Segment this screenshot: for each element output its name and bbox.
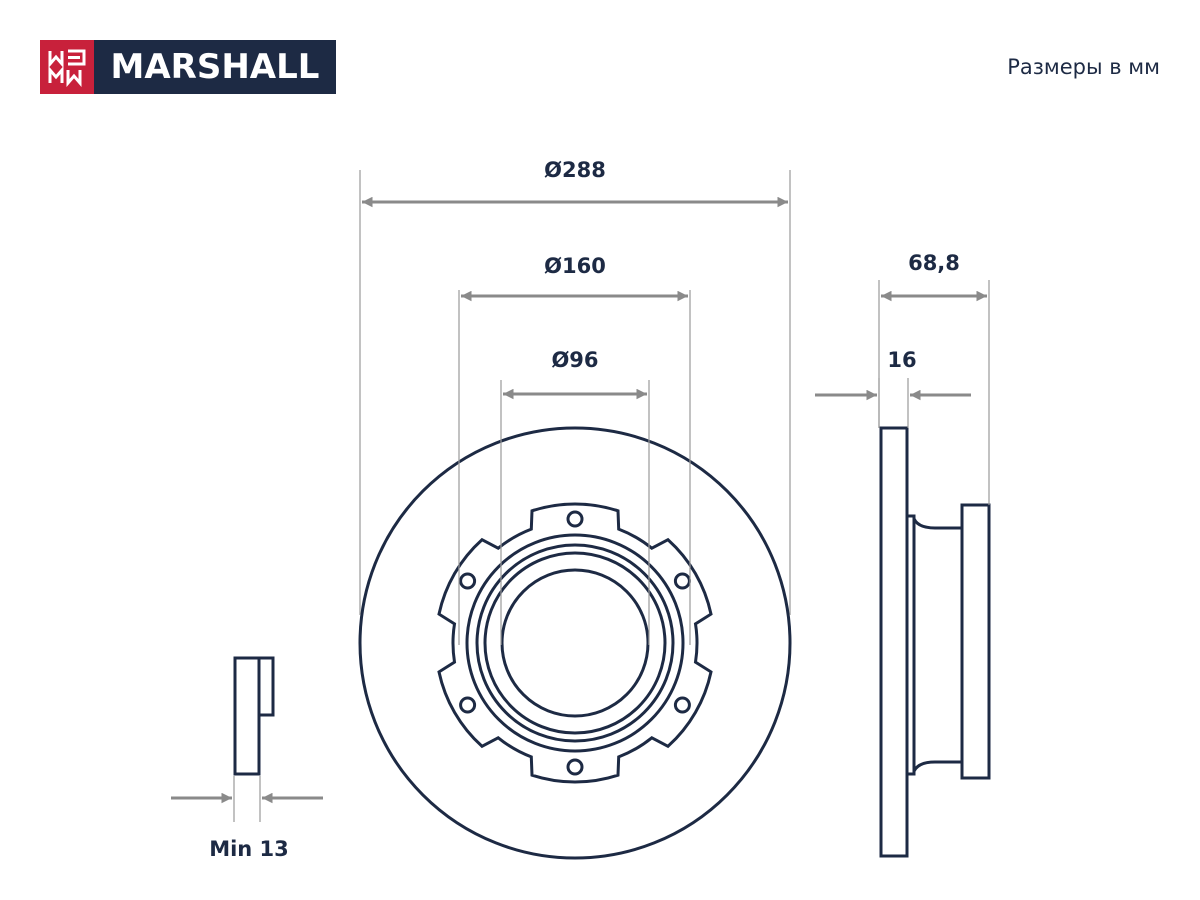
bolt-hole — [459, 696, 477, 714]
marshall-logo: MARSHALL — [40, 40, 336, 94]
center-bore-circle — [500, 568, 650, 718]
bolt-hole — [673, 696, 691, 714]
hub-ring-inner — [483, 551, 667, 735]
disc-side-view — [879, 426, 991, 858]
dim-outer-diameter: Ø288 — [359, 158, 791, 615]
thickness-label: 16 — [887, 348, 916, 372]
dim-thickness: 16 — [815, 348, 971, 428]
hub-body — [911, 515, 964, 775]
height-label: 68,8 — [908, 251, 960, 275]
min-thickness-view: Min 13 — [171, 656, 323, 861]
bolt-hole — [566, 758, 584, 776]
hub-flange-lugs — [437, 502, 713, 784]
units-note: Размеры в мм — [1007, 55, 1160, 79]
min-thickness-hub-step — [257, 656, 275, 717]
bolt-hole — [459, 572, 477, 590]
hub-ring-middle — [475, 543, 675, 743]
disc-outer-circle — [358, 426, 792, 860]
bolt-hole — [566, 510, 584, 528]
logo-wordmark: MARSHALL — [110, 47, 320, 87]
dim-center-bore: Ø96 — [500, 348, 650, 645]
outer-diameter-label: Ø288 — [544, 158, 606, 182]
disc-front-view — [358, 426, 792, 860]
logo-mark-icon — [40, 40, 94, 94]
mounting-flange — [960, 503, 991, 780]
min-thickness-rotor-section — [233, 656, 261, 776]
pitch-diameter-label: Ø160 — [544, 254, 606, 278]
dim-height: 68,8 — [878, 251, 990, 505]
hub-flange — [437, 502, 713, 784]
bolt-hole — [673, 572, 691, 590]
min-thickness-label: Min 13 — [209, 837, 289, 861]
center-bore-label: Ø96 — [551, 348, 598, 372]
hub-ring-outer — [465, 533, 685, 753]
disc-rotor-section — [879, 426, 909, 858]
dim-pitch-diameter: Ø160 — [458, 254, 691, 645]
